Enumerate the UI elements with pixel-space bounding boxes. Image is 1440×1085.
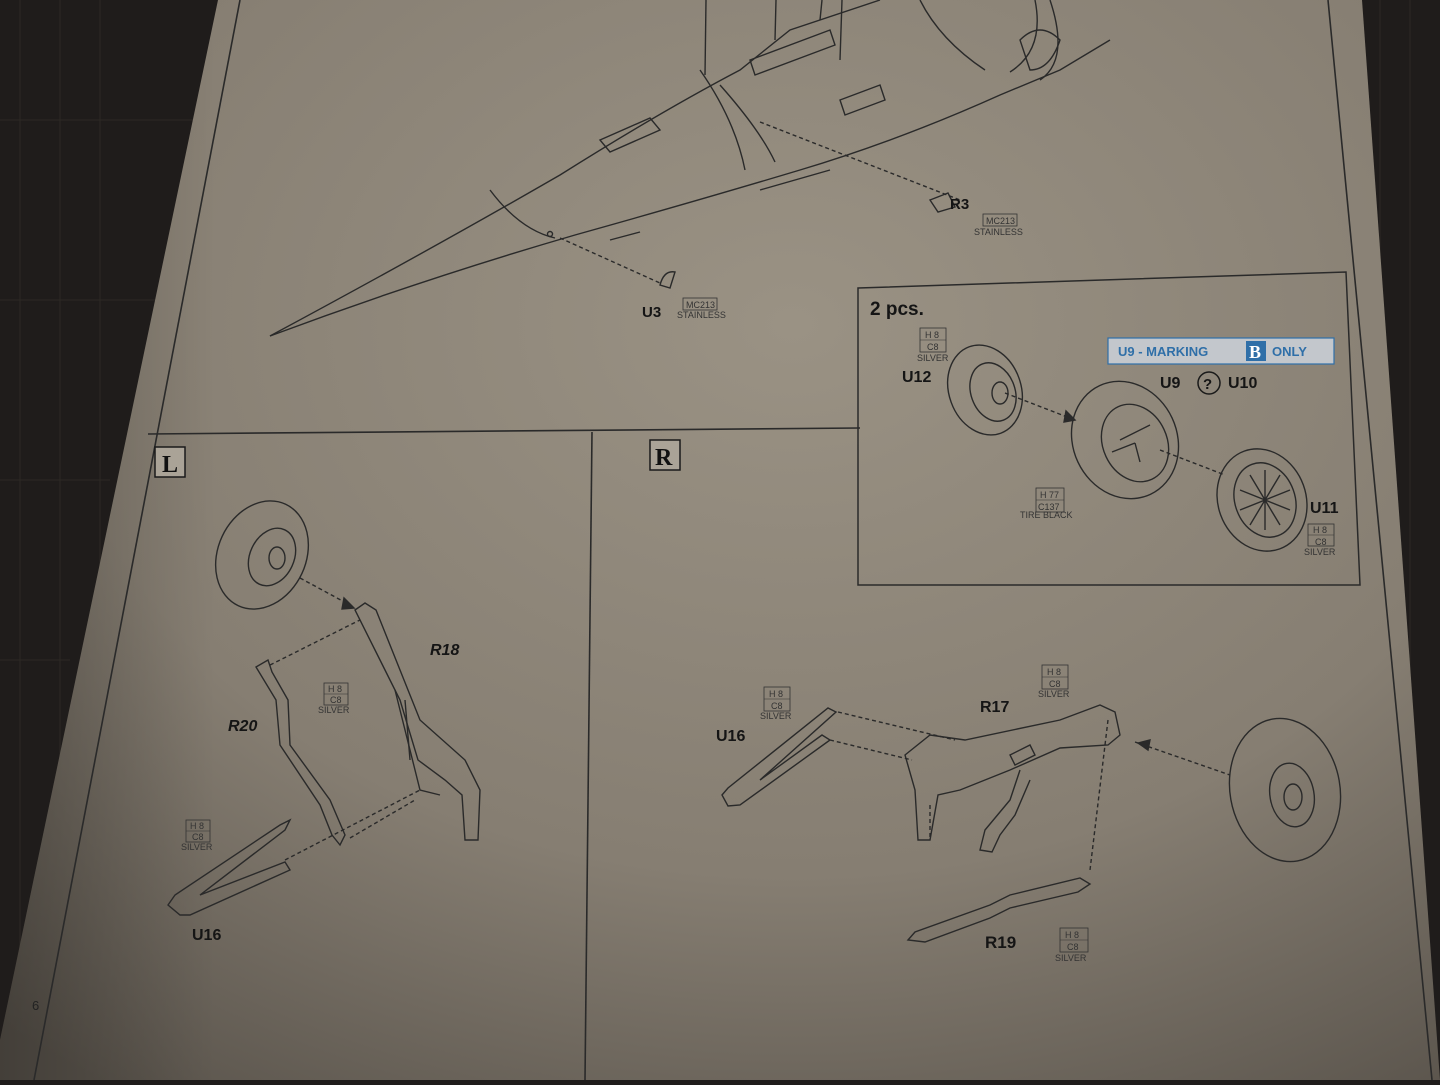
paint-box-u16-right: H 8 C8 SILVER (760, 686, 792, 721)
svg-text:SILVER: SILVER (917, 353, 949, 363)
svg-text:SILVER: SILVER (181, 842, 213, 852)
part-u10-label: U10 (1228, 375, 1257, 392)
left-side-label: L (162, 452, 178, 478)
svg-text:SILVER: SILVER (318, 705, 350, 715)
paint-u3-name: STAINLESS (677, 310, 726, 320)
svg-text:C8: C8 (192, 832, 204, 842)
part-r18-label: R18 (430, 642, 459, 659)
svg-text:H 8: H 8 (925, 330, 939, 340)
svg-text:TIRE BLACK: TIRE BLACK (1020, 510, 1073, 520)
marking-badge: B (1249, 342, 1261, 362)
part-u3-label: U3 (642, 304, 661, 321)
svg-text:C8: C8 (771, 701, 783, 711)
paint-box-u12: H 8 C8 SILVER (917, 327, 949, 363)
svg-text:SILVER: SILVER (760, 711, 792, 721)
page-frame (33, 0, 1433, 1081)
svg-text:SILVER: SILVER (1304, 547, 1336, 557)
part-r19-label: R19 (985, 933, 1016, 952)
svg-text:SILVER: SILVER (1055, 953, 1087, 963)
svg-text:H 8: H 8 (190, 821, 204, 831)
part-u12-label: U12 (902, 369, 931, 386)
svg-text:C8: C8 (1049, 679, 1061, 689)
svg-text:H 8: H 8 (1047, 667, 1061, 677)
svg-text:U9 - MARKING: U9 - MARKING (1118, 344, 1208, 359)
svg-text:H 8: H 8 (328, 684, 342, 694)
paint-box-u11: H 8 C8 SILVER (1304, 523, 1336, 557)
wheel-inset: 2 pcs. U9 - MARKING B ONLY U12 U9 ? U10 … (857, 271, 1361, 586)
paint-u3-code: MC213 (686, 300, 715, 310)
marking-note: U9 - MARKING B ONLY (1107, 337, 1335, 365)
fuselage-drawing (269, 0, 1111, 337)
svg-text:H 8: H 8 (769, 689, 783, 699)
fuselage-callouts: R3 MC213 STAINLESS U3 MC213 STAINLESS (642, 196, 1023, 321)
left-panel: L R18 R20 U16 H 8 C8 SILVER H 8 C8 SILVE… (32, 446, 481, 1013)
part-r20-label: R20 (228, 718, 257, 735)
svg-text:ONLY: ONLY (1272, 344, 1307, 359)
paint-r3-name: STAINLESS (974, 227, 1023, 237)
right-side-label: R (655, 445, 673, 471)
svg-text:C8: C8 (1067, 942, 1079, 952)
svg-text:SILVER: SILVER (1038, 689, 1070, 699)
svg-text:C8: C8 (330, 695, 342, 705)
svg-text:C8: C8 (927, 342, 939, 352)
paint-box-tire: H 77 C137 TIRE BLACK (1020, 487, 1073, 520)
part-u16-right-label: U16 (716, 728, 745, 745)
svg-text:C137: C137 (1038, 502, 1060, 512)
part-u16-label: U16 (192, 927, 221, 944)
svg-text:C8: C8 (1315, 537, 1327, 547)
or-symbol: ? (1203, 376, 1212, 393)
svg-text:H 8: H 8 (1313, 525, 1327, 535)
part-u9-label: U9 (1160, 375, 1181, 392)
svg-text:H 77: H 77 (1040, 490, 1059, 500)
part-r3-label: R3 (950, 196, 969, 213)
paint-r3-code: MC213 (986, 216, 1015, 226)
quantity-label: 2 pcs. (870, 299, 924, 320)
paint-box-r20: H 8 C8 SILVER (318, 682, 350, 715)
page-number: 6 (32, 998, 39, 1013)
paint-box-r17: H 8 C8 SILVER (1038, 664, 1070, 699)
paint-box-r19: H 8 C8 SILVER (1055, 927, 1089, 963)
part-u11-label: U11 (1310, 500, 1339, 517)
svg-text:H 8: H 8 (1065, 930, 1079, 940)
paint-box-u16-left: H 8 C8 SILVER (181, 819, 213, 852)
right-panel: R U16 R17 R19 H 8 C8 SILVER H 8 C8 SILVE… (649, 439, 1342, 963)
part-r17-label: R17 (980, 699, 1009, 716)
